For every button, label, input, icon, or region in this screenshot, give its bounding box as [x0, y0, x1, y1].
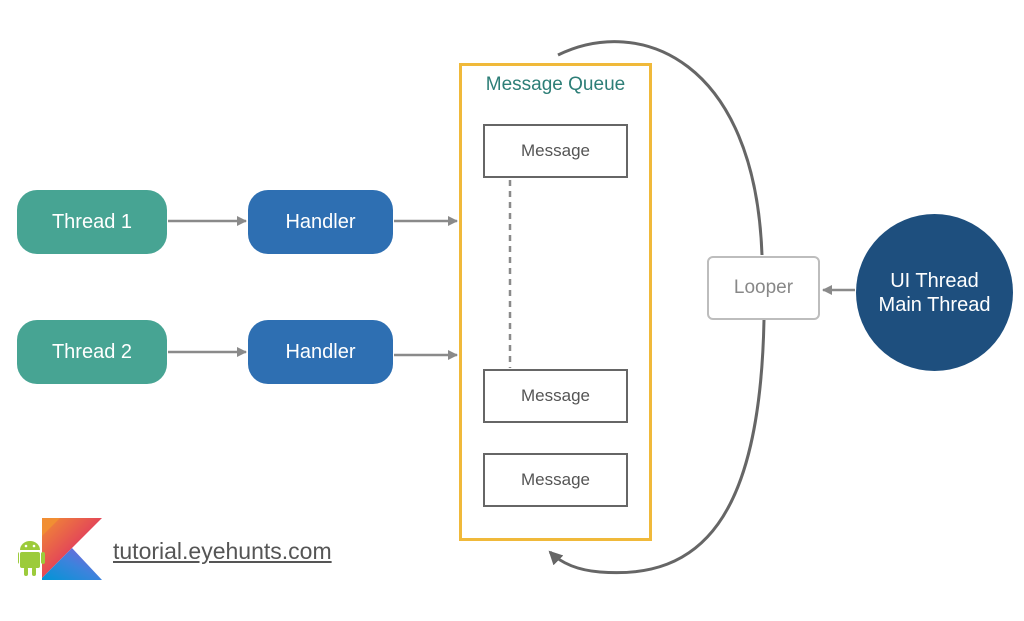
ui-thread-line2: Main Thread — [878, 293, 991, 316]
site-url-link[interactable]: tutorial.eyehunts.com — [113, 538, 332, 564]
message-2-label: Message — [521, 386, 590, 405]
message-box-2: Message — [483, 369, 628, 423]
message-3-label: Message — [521, 470, 590, 489]
thread-1-label: Thread 1 — [51, 210, 133, 233]
message-queue-box: Message Queue — [459, 63, 652, 541]
thread-2-node: Thread 2 — [17, 320, 167, 384]
branding: tutorial.eyehunts.com — [18, 518, 368, 584]
loop-arrow-bottom — [548, 319, 766, 575]
thread-2-label: Thread 2 — [51, 340, 133, 363]
message-box-1: Message — [483, 124, 628, 178]
ui-thread-line1: UI Thread — [890, 269, 979, 292]
handler-2-label: Handler — [285, 340, 356, 363]
thread-1-node: Thread 1 — [17, 190, 167, 254]
kotlin-android-logo-icon — [18, 518, 102, 580]
looper-node: Looper — [707, 256, 820, 320]
handler-1-label: Handler — [285, 210, 356, 233]
loop-arrow-top — [557, 40, 764, 256]
handler-1-node: Handler — [248, 190, 393, 254]
handler-2-node: Handler — [248, 320, 393, 384]
message-queue-title: Message Queue — [485, 74, 626, 95]
message-box-3: Message — [483, 453, 628, 507]
looper-label: Looper — [733, 277, 794, 298]
message-1-label: Message — [521, 141, 590, 160]
ui-thread-circle: UI Thread Main Thread — [856, 214, 1013, 371]
